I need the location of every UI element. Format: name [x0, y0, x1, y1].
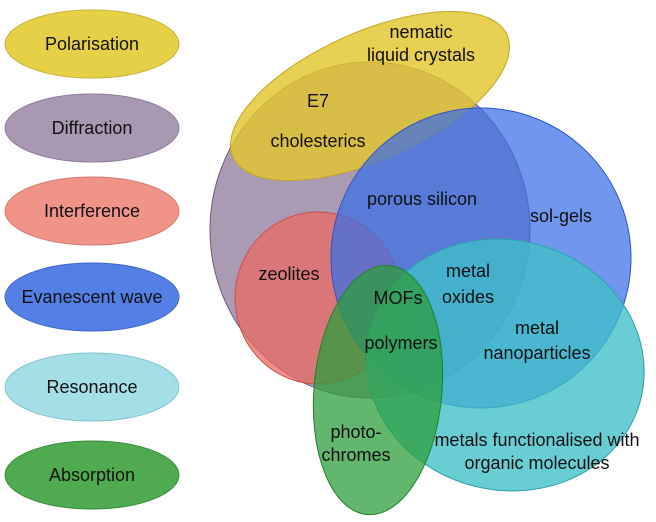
label-metals-functionalised-1: metals functionalised with	[434, 430, 639, 450]
label-photochromes-1: photo-	[330, 422, 381, 442]
legend-label-resonance: Resonance	[46, 377, 137, 397]
label-e7: E7	[307, 91, 329, 111]
label-zeolites: zeolites	[258, 264, 319, 284]
legend-item-evanescent-wave: Evanescent wave	[4, 262, 180, 332]
legend-swatch-absorption	[4, 440, 180, 510]
label-metal-nanoparticles-1: metal	[515, 318, 559, 338]
legend-swatch-evanescent-wave	[4, 262, 180, 332]
legend-label-polarisation: Polarisation	[45, 34, 139, 54]
label-metal-oxides-1: metal	[446, 261, 490, 281]
legend-label-diffraction: Diffraction	[52, 118, 133, 138]
legend-item-interference: Interference	[4, 176, 180, 246]
legend-swatch-resonance	[4, 352, 180, 422]
label-metals-functionalised-2: organic molecules	[464, 453, 609, 473]
legend-swatch-polarisation	[4, 9, 180, 79]
legend-item-diffraction: Diffraction	[4, 93, 180, 163]
legend-label-evanescent-wave: Evanescent wave	[21, 287, 162, 307]
venn-shapes	[209, 10, 645, 516]
legend-label-absorption: Absorption	[49, 465, 135, 485]
label-liquid-crystals: liquid crystals	[367, 45, 475, 65]
legend-item-absorption: Absorption	[4, 440, 180, 510]
label-metal-nanoparticles-2: nanoparticles	[483, 343, 590, 363]
legend-swatch-interference	[4, 176, 180, 246]
legend-label-interference: Interference	[44, 201, 140, 221]
label-metal-oxides-2: oxides	[442, 287, 494, 307]
label-polymers: polymers	[364, 333, 437, 353]
label-mofs: MOFs	[374, 288, 423, 308]
label-porous-silicon: porous silicon	[367, 189, 477, 209]
set-absorption	[312, 264, 444, 516]
legend-item-polarisation: Polarisation	[4, 9, 180, 79]
legend-swatch-diffraction	[4, 93, 180, 163]
label-nematic: nematic	[389, 22, 452, 42]
legend-item-resonance: Resonance	[4, 352, 180, 422]
label-cholesterics: cholesterics	[270, 131, 365, 151]
label-photochromes-2: chromes	[321, 445, 390, 465]
label-sol-gels: sol-gels	[530, 206, 592, 226]
legend: Polarisation Diffraction Interference Ev…	[4, 9, 180, 510]
region-labels: nematic liquid crystals E7 cholesterics …	[258, 22, 639, 473]
